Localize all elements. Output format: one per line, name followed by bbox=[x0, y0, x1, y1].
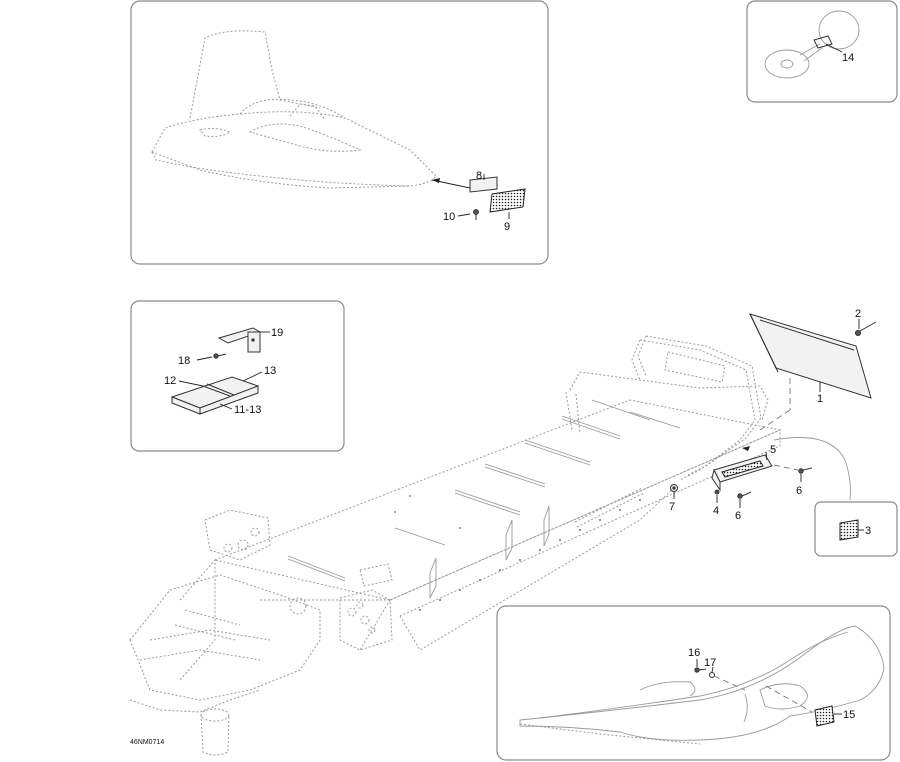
diagram-code: 46NM0714 bbox=[130, 739, 164, 746]
arrow-head bbox=[432, 178, 440, 183]
screw-18 bbox=[213, 353, 227, 359]
callout-14: 14 bbox=[842, 52, 854, 64]
callout-17: 17 bbox=[704, 657, 716, 669]
callout-4: 4 bbox=[713, 505, 719, 517]
horn-bulb bbox=[818, 10, 860, 50]
nut-4 bbox=[714, 489, 720, 495]
callout-13: 13 bbox=[264, 365, 276, 377]
callout-8: 8 bbox=[476, 170, 482, 182]
side-panel-inset: 16 17 15 bbox=[496, 605, 891, 761]
callout-16: 16 bbox=[688, 647, 700, 659]
callout-7: 7 bbox=[669, 501, 675, 513]
decal-inset-panel: 3 bbox=[814, 501, 898, 557]
callout-6a: 6 bbox=[796, 485, 802, 497]
nut-17 bbox=[709, 672, 715, 678]
callout-12: 12 bbox=[164, 375, 176, 387]
reflector-bracket-5 bbox=[711, 454, 773, 492]
horn-inset-panel: 14 bbox=[746, 0, 898, 103]
seat-inset-panel: 19 18 12 13 11-13 bbox=[130, 300, 345, 452]
callout-5: 5 bbox=[770, 444, 776, 456]
callout-2: 2 bbox=[855, 308, 861, 320]
horn-bell bbox=[764, 49, 810, 79]
reflector-9 bbox=[489, 188, 526, 213]
callout-3: 3 bbox=[865, 525, 871, 537]
decal-3 bbox=[839, 519, 859, 541]
seat-pad-11-13 bbox=[170, 376, 260, 415]
callout-9: 9 bbox=[504, 221, 510, 233]
reflector-decal-8 bbox=[469, 176, 498, 193]
bracket-19 bbox=[217, 327, 262, 353]
bolt-6-right bbox=[798, 467, 813, 474]
fastener-2 bbox=[855, 321, 877, 336]
nut-7 bbox=[670, 484, 678, 492]
decal-15 bbox=[814, 705, 835, 727]
callout-6b: 6 bbox=[735, 510, 741, 522]
callout-11-13: 11-13 bbox=[234, 404, 261, 416]
bolt-6-bottom bbox=[737, 491, 752, 499]
callout-15: 15 bbox=[843, 709, 855, 721]
callout-10: 10 bbox=[443, 211, 455, 223]
screw-16 bbox=[694, 667, 707, 673]
side-panel-illustration bbox=[519, 625, 885, 745]
hood-illustration bbox=[151, 30, 437, 189]
screw-10 bbox=[473, 209, 479, 220]
leader-to-inset-3 bbox=[773, 437, 851, 501]
tunnel-chassis bbox=[129, 335, 782, 756]
callout-19: 19 bbox=[271, 327, 283, 339]
callout-1: 1 bbox=[817, 393, 823, 405]
hood-inset-panel: 8 9 10 bbox=[130, 0, 549, 265]
snow-flap-1 bbox=[749, 313, 872, 431]
callout-18: 18 bbox=[178, 355, 190, 367]
